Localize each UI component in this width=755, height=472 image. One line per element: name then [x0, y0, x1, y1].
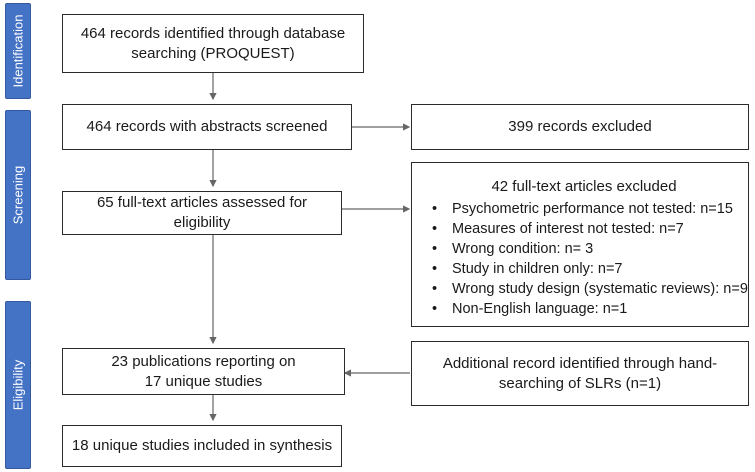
list-item: Wrong study design (systematic reviews):…: [428, 279, 748, 299]
box-records-identified: 464 records identified through database …: [62, 14, 364, 73]
list-item: Wrong condition: n= 3: [428, 239, 740, 259]
box-records-screened: 464 records with abstracts screened: [62, 104, 352, 150]
phase-screening: Screening: [5, 110, 31, 280]
phase-identification: Identification: [5, 3, 31, 99]
list-item: Psychometric performance not tested: n=1…: [428, 199, 740, 219]
list-item: Measures of interest not tested: n=7: [428, 219, 740, 239]
box-fulltext-assessed: 65 full-text articles assessed for eligi…: [62, 191, 342, 235]
exclusion-reasons-list: Psychometric performance not tested: n=1…: [428, 199, 748, 319]
box-studies-included: 18 unique studies included in synthesis: [62, 425, 342, 467]
phase-eligibility: Eligibility: [5, 301, 31, 469]
fulltext-excluded-title: 42 full-text articles excluded: [491, 178, 677, 195]
box-additional-record: Additional record identified through han…: [411, 341, 749, 406]
list-item: Study in children only: n=7: [428, 259, 740, 279]
box-records-excluded: 399 records excluded: [411, 104, 749, 150]
list-item: Non-English language: n=1: [428, 299, 740, 319]
box-fulltext-excluded: 42 full-text articles excluded Psychomet…: [411, 162, 749, 327]
box-publications: 23 publications reporting on 17 unique s…: [62, 348, 345, 395]
